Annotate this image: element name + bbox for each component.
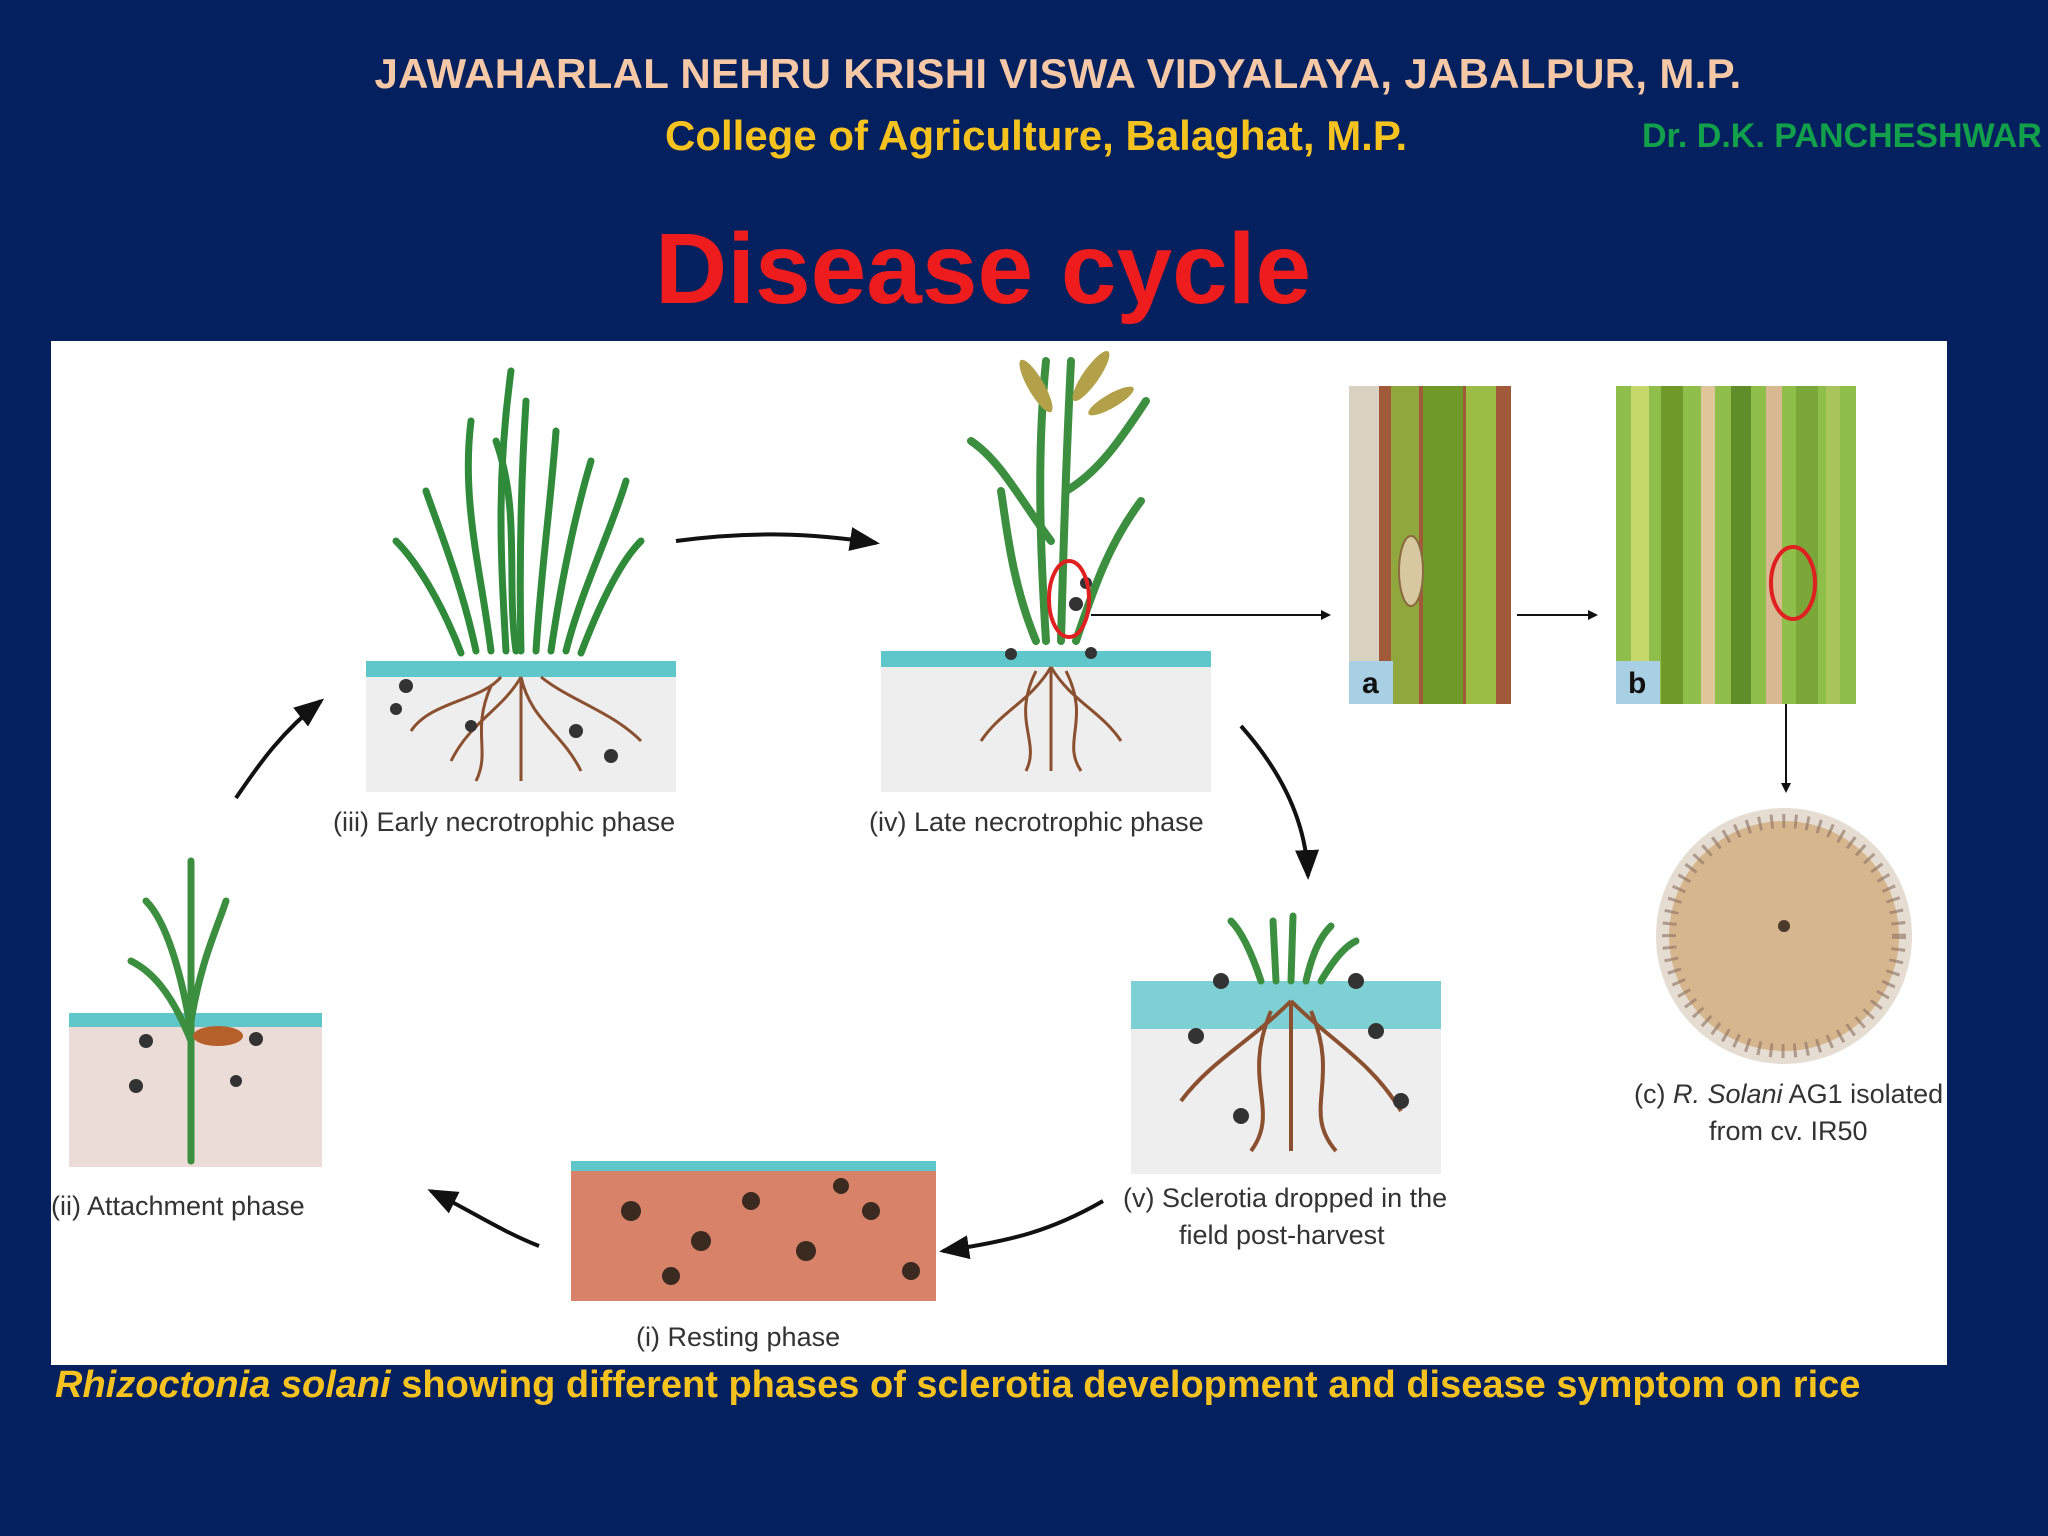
photo-b-tag: b — [1628, 667, 1646, 700]
label-culture-species: R. Solani — [1673, 1079, 1784, 1109]
slide-caption: Rhizoctonia solani showing different pha… — [55, 1364, 1860, 1407]
resting-phase-illustration — [571, 1161, 936, 1301]
label-late-necrotrophic-phase: (iv) Late necrotrophic phase — [869, 807, 1204, 837]
attachment-phase-illustration — [69, 857, 322, 1167]
label-sclerotia-dropped-line1: (v) Sclerotia dropped in the — [1123, 1183, 1447, 1213]
college-name: College of Agriculture, Balaghat, M.P. — [665, 112, 1408, 159]
label-early-necrotrophic-phase: (iii) Early necrotrophic phase — [333, 807, 675, 837]
label-resting-phase: (i) Resting phase — [636, 1322, 840, 1352]
caption-species: Rhizoctonia solani — [55, 1364, 391, 1406]
label-culture-suffix: AG1 isolated — [1783, 1079, 1944, 1109]
label-sclerotia-dropped-line2: field post-harvest — [1179, 1220, 1385, 1250]
arrow-iv-to-v — [1239, 724, 1320, 880]
culture-plate — [1656, 808, 1912, 1064]
arrow-iii-to-iv — [675, 527, 880, 551]
arrow-ii-to-iii — [234, 698, 325, 800]
label-culture-line2: from cv. IR50 — [1709, 1116, 1868, 1146]
sclerotia-dropped-illustration — [1131, 912, 1441, 1174]
author-name: Dr. D.K. PANCHESHWAR — [1642, 117, 2042, 155]
label-culture-line1: (c) R. Solani AG1 isolated — [1634, 1079, 1943, 1109]
label-culture-prefix: (c) — [1634, 1079, 1673, 1109]
infection-highlight-circle — [1047, 559, 1091, 639]
photo-a-leaf-sheath: a — [1349, 386, 1511, 704]
slide-title: Disease cycle — [655, 213, 1312, 325]
photo-b-infected-tillers: b — [1616, 386, 1856, 704]
early-necrotrophic-illustration — [366, 367, 676, 792]
disease-cycle-figure: (iii) Early necrotrophic phase (iv) Late… — [51, 341, 1947, 1365]
caption-text: showing different phases of sclerotia de… — [390, 1364, 1861, 1406]
arrow-i-to-ii — [427, 1189, 540, 1248]
label-attachment-phase: (ii) Attachment phase — [51, 1191, 305, 1221]
arrow-v-to-i — [939, 1199, 1104, 1260]
late-necrotrophic-illustration — [881, 351, 1211, 792]
university-name: JAWAHARLAL NEHRU KRISHI VISWA VIDYALAYA,… — [374, 50, 1742, 97]
photo-a-tag: a — [1362, 667, 1379, 700]
disease-cycle-diagram: (iii) Early necrotrophic phase (iv) Late… — [51, 351, 1943, 1352]
